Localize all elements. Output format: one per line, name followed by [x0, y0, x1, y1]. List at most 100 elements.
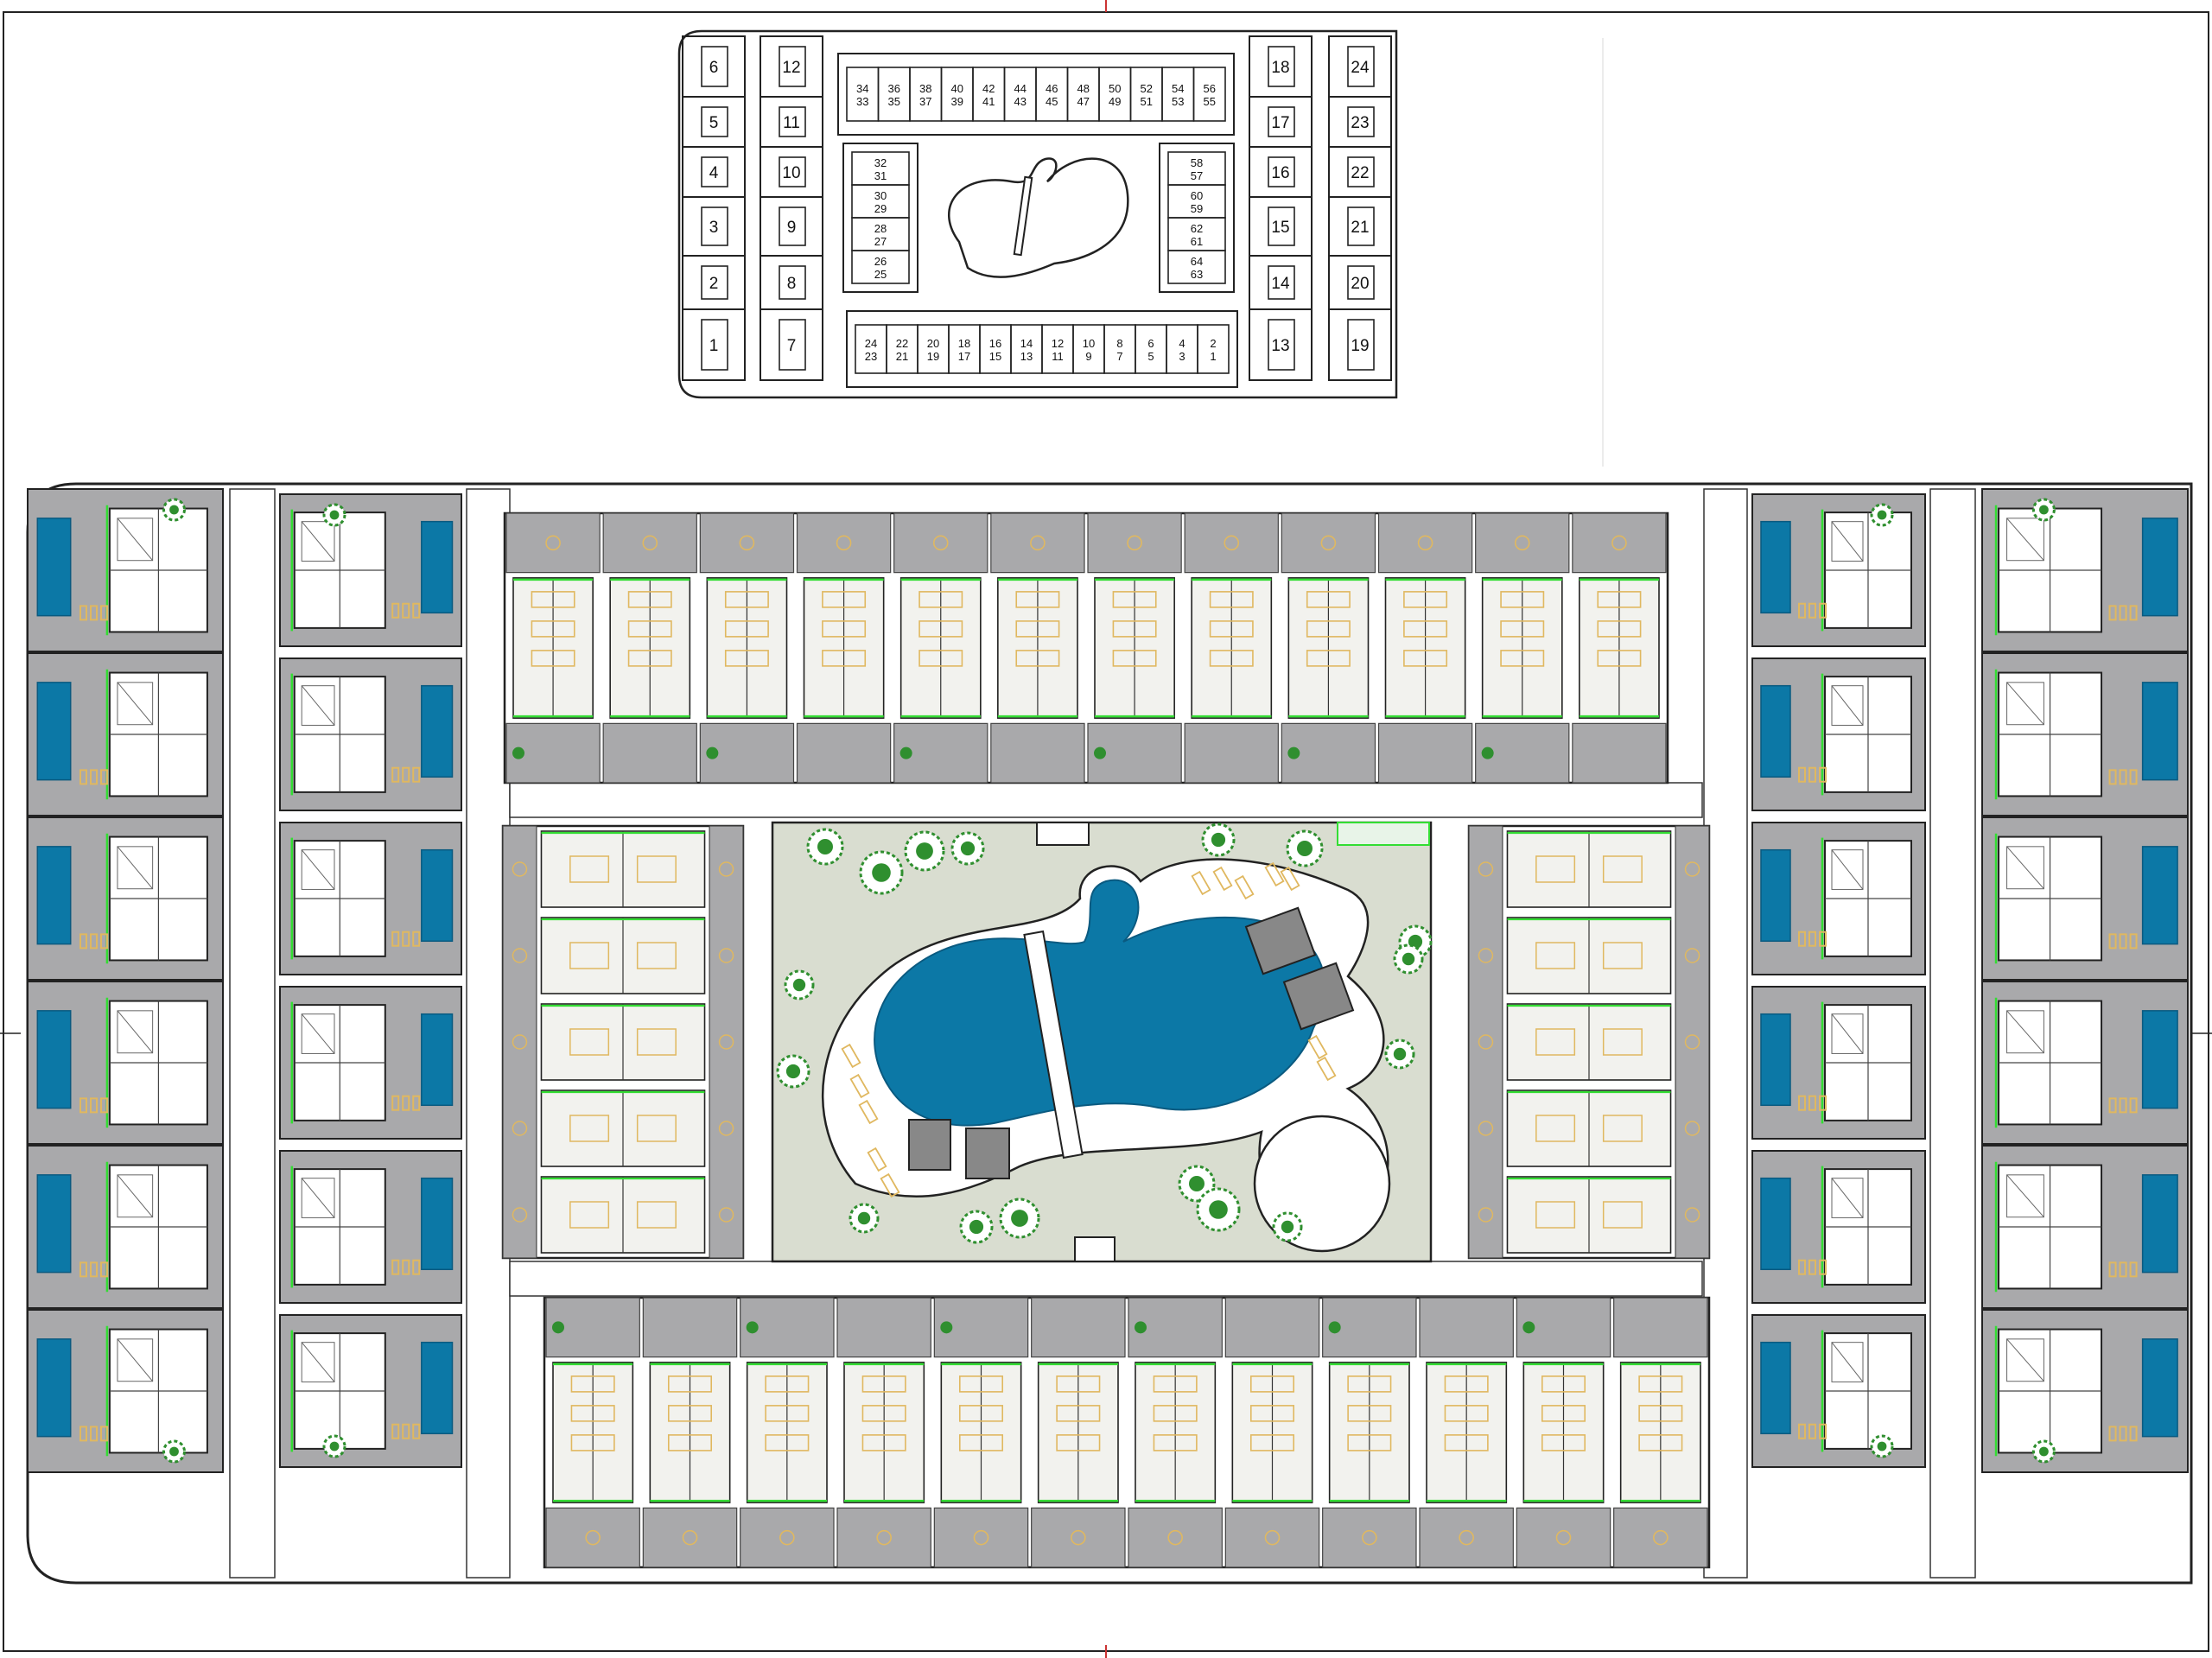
villa-plot — [1981, 1309, 2189, 1473]
villa-plot — [279, 493, 462, 647]
townhouse-shrub — [1522, 1321, 1535, 1334]
key-plan-villa-number: 14 — [1271, 275, 1290, 293]
townhouse-row — [543, 1296, 1711, 1569]
villa-lounger — [2129, 769, 2138, 785]
villa-pool — [36, 1174, 72, 1274]
townhouse-furniture — [1249, 1405, 1295, 1422]
villa-pool — [1760, 1341, 1791, 1435]
key-plan-unit-lower: 45 — [1046, 95, 1058, 108]
key-plan-villa-house — [701, 46, 728, 87]
townhouse-furniture — [765, 1434, 810, 1452]
tree-core — [916, 842, 933, 860]
side-block-furniture — [1535, 1115, 1576, 1142]
townhouse-garden — [1224, 1297, 1320, 1358]
villa-lounger — [90, 1426, 99, 1442]
villa-plot — [1981, 816, 2189, 981]
townhouse-furniture — [1444, 1434, 1489, 1452]
townhouse-table — [585, 1529, 601, 1546]
townhouse-table — [1417, 535, 1433, 551]
key-plan-unit-lower: 11 — [1052, 350, 1064, 363]
townhouse-furniture — [1541, 1434, 1586, 1452]
side-block-table — [512, 948, 528, 963]
pool-lounger — [849, 1073, 870, 1099]
side-block-furniture — [636, 1115, 677, 1142]
townhouse-terrace — [933, 1507, 1029, 1568]
villa-stair — [301, 849, 335, 890]
key-plan-villa-house — [1347, 265, 1375, 300]
townhouse-garden — [990, 722, 1085, 784]
villa-pool — [421, 848, 454, 943]
road-right — [1929, 488, 1976, 1579]
key-plan-unit-lower: 19 — [927, 350, 939, 363]
side-block-table — [1478, 1207, 1494, 1223]
villa-stair — [117, 1010, 154, 1054]
key-plan-unit-upper: 58 — [1191, 156, 1203, 169]
garden-gate-north — [1036, 822, 1090, 846]
side-block-terrace-left — [1468, 825, 1503, 1259]
side-block-table — [718, 948, 734, 963]
key-plan-villa-plot — [1249, 308, 1313, 381]
key-plan-unit-lower: 27 — [874, 235, 887, 248]
side-block-furniture — [1602, 855, 1643, 883]
key-plan-unit-upper: 60 — [1191, 189, 1203, 202]
townhouse-furniture — [822, 650, 867, 667]
villa-pool — [2141, 1010, 2178, 1109]
townhouse-furniture — [1056, 1375, 1101, 1393]
side-block — [1467, 824, 1711, 1260]
tree-core — [857, 1211, 871, 1225]
townhouse-furniture — [1209, 650, 1254, 667]
pavilion-2 — [1282, 962, 1355, 1031]
villa-lounger — [2119, 1261, 2127, 1278]
villa-plot — [1981, 488, 2189, 652]
villa-lounger — [2108, 1097, 2117, 1114]
villa-lounger — [90, 933, 99, 950]
side-block-terrace-right — [709, 825, 744, 1259]
key-plan-villa-number: 15 — [1271, 219, 1289, 237]
townhouse-furniture — [570, 1405, 615, 1422]
townhouse-furniture — [1249, 1375, 1295, 1393]
key-plan-unit-upper: 28 — [874, 222, 887, 235]
villa-lounger — [1798, 1259, 1806, 1275]
villa-lounger — [2108, 933, 2117, 950]
villa-lounger — [79, 1261, 88, 1278]
villa-stair-mark — [2006, 1338, 2044, 1382]
villa-lounger — [2119, 605, 2127, 621]
villa-stair-mark — [117, 1010, 154, 1054]
villa-lounger — [2119, 1097, 2127, 1114]
pool-lounger — [1316, 1056, 1337, 1082]
townhouse-table — [1653, 1529, 1669, 1546]
townhouse-furniture — [1500, 591, 1545, 608]
tree-core — [969, 1219, 984, 1235]
villa-pool — [421, 684, 454, 778]
villa-plots — [27, 488, 2189, 1473]
key-plan-unit-upper: 48 — [1077, 82, 1090, 95]
side-block-table — [718, 1121, 734, 1136]
key-plan-unit-upper: 44 — [1014, 82, 1027, 95]
tree-core — [1211, 832, 1226, 848]
villa-plot — [1751, 1314, 1926, 1468]
tree-core — [1402, 952, 1415, 966]
townhouse-shrub — [1481, 746, 1494, 759]
villa-pool — [1760, 1177, 1791, 1271]
pool-lounger — [1307, 1034, 1328, 1060]
townhouse-terrace — [796, 512, 892, 574]
villa-pool — [1760, 1013, 1791, 1107]
townhouse-furniture — [1015, 591, 1060, 608]
townhouse-table — [1224, 535, 1240, 551]
townhouse-furniture — [958, 1375, 1004, 1393]
key-plan-villa-number: 8 — [787, 275, 797, 293]
key-plan-villa-number: 21 — [1351, 219, 1369, 237]
key-plan-villa-house — [1268, 106, 1295, 137]
villa-lounger — [1819, 1259, 1827, 1275]
townhouse-table — [973, 1529, 989, 1546]
villa-stair-mark — [1831, 1342, 1864, 1382]
townhouse-table — [1459, 1529, 1474, 1546]
key-plan-unit-upper: 40 — [951, 82, 963, 95]
townhouse-furniture — [724, 650, 769, 667]
villa-lounger — [1798, 602, 1806, 619]
townhouse-table — [739, 535, 755, 551]
townhouse-table — [876, 1529, 892, 1546]
key-plan-villa-number: 24 — [1351, 59, 1370, 77]
tree-core — [817, 839, 833, 854]
villa-stair — [1831, 685, 1864, 726]
